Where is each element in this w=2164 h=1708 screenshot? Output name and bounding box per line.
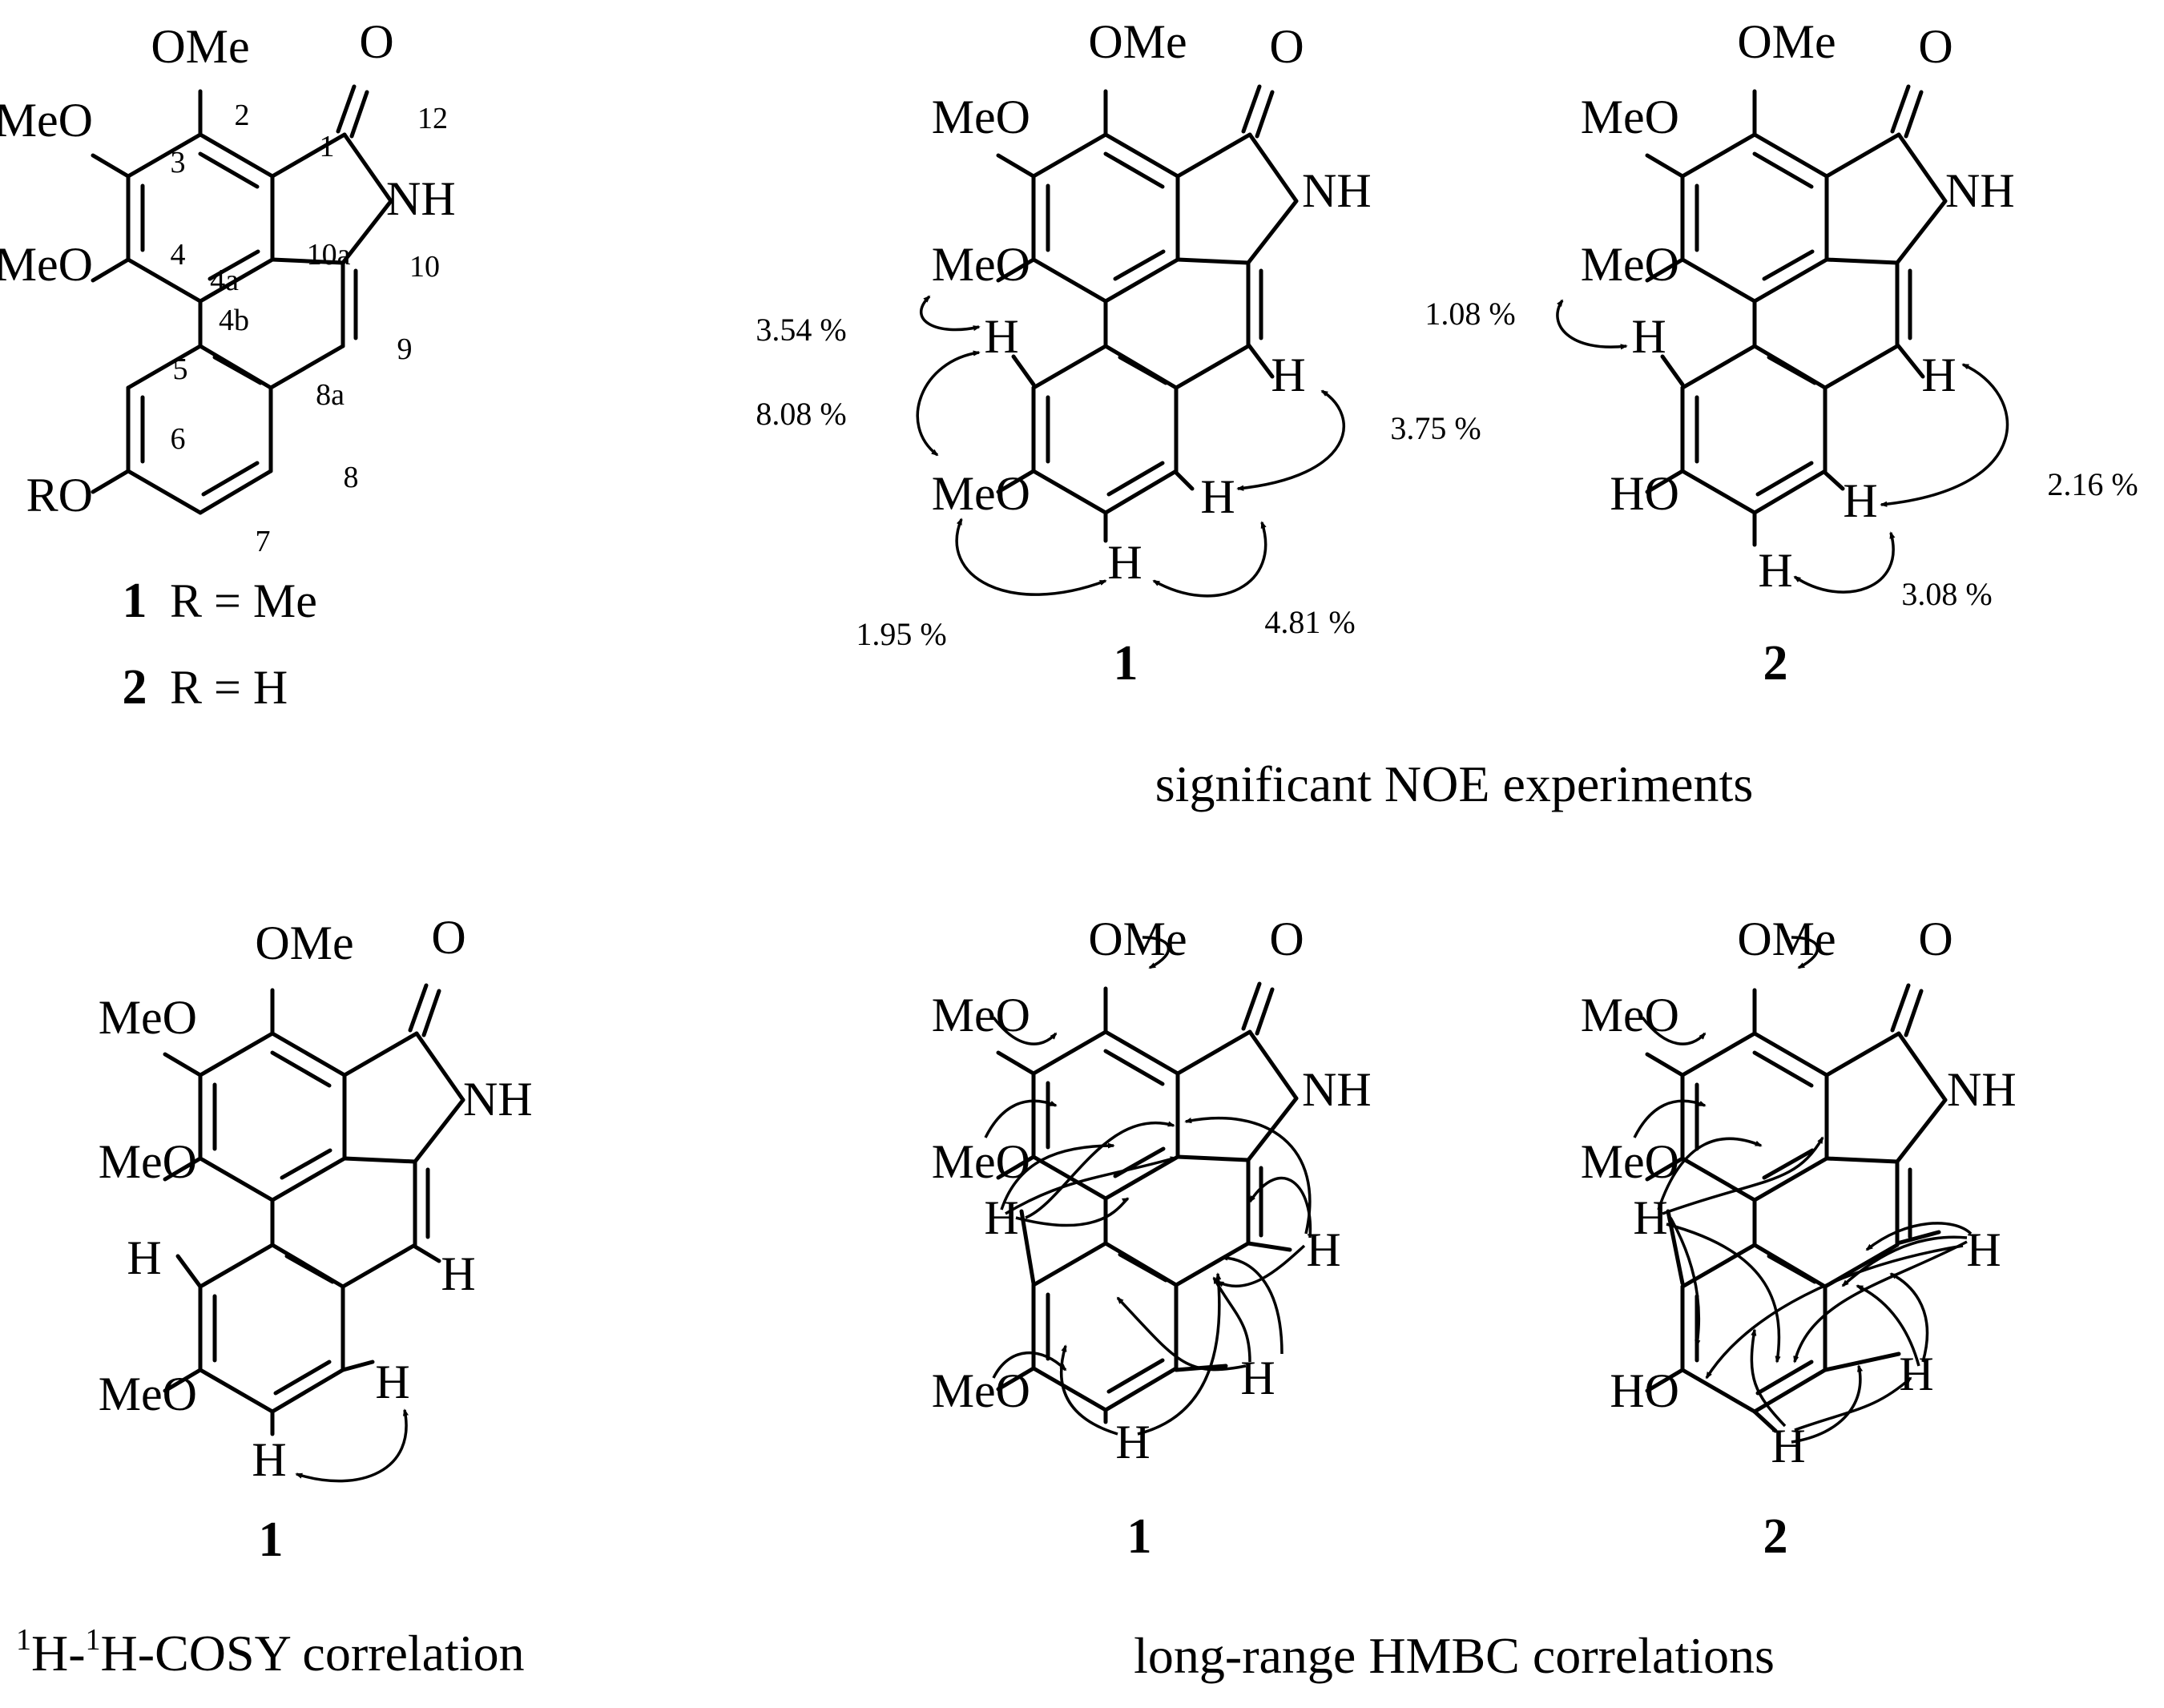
h7-label: H	[1758, 544, 1792, 597]
compound-number: 1	[259, 1513, 284, 1567]
atom-number: 8a	[316, 378, 345, 412]
h9-label: H	[441, 1247, 475, 1300]
hmbc-caption: long-range HMBC correlations	[1134, 1627, 1775, 1684]
atom-number: 4b	[219, 304, 249, 337]
ome-label: OMe	[1737, 912, 1836, 965]
meo-label: MeO	[0, 94, 93, 147]
h8-label: H	[1843, 474, 1877, 527]
h9-label: H	[1271, 348, 1305, 401]
structure-numbered: OMe MeO MeO RO NH O 1 2 3 4 4a 4b 5 6 7 …	[0, 15, 456, 715]
atom-number: 2	[235, 99, 250, 132]
h8-label: H	[1200, 470, 1235, 523]
h9-label: H	[1921, 348, 1956, 401]
compound-number: 1	[1114, 636, 1138, 691]
nh-label: NH	[463, 1073, 533, 1126]
noe-value: 3.08 %	[1901, 576, 1992, 612]
h5-label: H	[127, 1231, 161, 1284]
ome-label: OMe	[255, 916, 353, 969]
noe-value: 4.81 %	[1264, 604, 1355, 640]
carbonyl-o-label: O	[1269, 20, 1304, 73]
meo-label: MeO	[932, 91, 1030, 143]
hmbc-structure-2: OMe MeO MeO HO NH O H H H H 2	[1581, 912, 2017, 1564]
r-definition: R = Me	[170, 574, 317, 627]
atom-number: 5	[173, 352, 188, 386]
h7-label: H	[252, 1433, 286, 1486]
compound-number: 2	[123, 660, 147, 715]
atom-number: 12	[417, 102, 448, 135]
h9-label: H	[1306, 1223, 1340, 1276]
h8-label: H	[1240, 1351, 1275, 1404]
ome-label: OMe	[1088, 15, 1187, 68]
h5-label: H	[984, 310, 1018, 363]
compound-number: 2	[1763, 1509, 1788, 1564]
carbonyl-o-label: O	[1269, 912, 1304, 965]
meo-label: MeO	[99, 991, 197, 1044]
h8-label: H	[375, 1356, 409, 1408]
meo-label: MeO	[99, 1135, 197, 1188]
ro-label: RO	[26, 469, 93, 522]
carbonyl-o-label: O	[1918, 20, 1952, 73]
atom-number: 7	[256, 525, 271, 558]
meo-label: MeO	[932, 1135, 1030, 1188]
meo-label: MeO	[1581, 989, 1679, 1041]
atom-number: 6	[171, 422, 186, 456]
h7-label: H	[1107, 536, 1142, 589]
noe-structure-1: OMe MeO MeO MeO NH O H H H H 3.54 % 8.08…	[756, 15, 1481, 691]
carbonyl-o-label: O	[431, 911, 465, 964]
h5-label: H	[984, 1191, 1018, 1244]
noe-value: 3.54 %	[756, 312, 846, 348]
atom-number: 4a	[210, 264, 239, 297]
compound-2-definition: 2 R = H	[123, 660, 288, 715]
nh-label: NH	[1947, 1063, 2017, 1116]
compound-number: 2	[1763, 636, 1788, 691]
meo-label: MeO	[932, 1364, 1030, 1417]
cosy-caption: 1H-1H-COSY correlation	[16, 1623, 525, 1682]
ho-label: HO	[1610, 467, 1679, 520]
atom-number: 4	[171, 238, 186, 272]
compound-1-definition: 1 R = Me	[123, 574, 317, 628]
nh-label: NH	[1302, 164, 1372, 217]
meo-label: MeO	[932, 989, 1030, 1041]
atom-number: 10	[409, 250, 440, 284]
nh-label: NH	[386, 172, 456, 225]
meo-label: MeO	[932, 467, 1030, 520]
hmbc-structure-1: OMe MeO MeO MeO NH O H H H H 1	[932, 912, 1372, 1564]
ome-label: OMe	[1088, 912, 1187, 965]
ho-label: HO	[1610, 1364, 1679, 1417]
noe-value: 3.75 %	[1390, 410, 1481, 446]
ome-label: OMe	[151, 20, 249, 73]
meo-label: MeO	[1581, 91, 1679, 143]
compound-number: 1	[1127, 1509, 1152, 1564]
atom-number: 3	[171, 146, 186, 179]
cosy-structure-1: OMe MeO MeO MeO NH O H H H H 1	[99, 911, 533, 1567]
nh-label: NH	[1945, 164, 2015, 217]
h5-label: H	[1631, 310, 1666, 363]
atom-number: 9	[397, 332, 413, 366]
atom-number: 8	[344, 461, 359, 494]
meo-label: MeO	[1581, 238, 1679, 291]
h9-label: H	[1966, 1223, 2001, 1276]
meo-label: MeO	[0, 238, 93, 291]
compound-number: 1	[123, 574, 147, 628]
atom-number: 1	[320, 130, 335, 163]
noe-value: 8.08 %	[756, 396, 846, 432]
noe-caption: significant NOE experiments	[1155, 755, 1753, 812]
ome-label: OMe	[1737, 15, 1836, 68]
h7-label: H	[1115, 1416, 1150, 1468]
carbonyl-o-label: O	[1918, 912, 1952, 965]
noe-structure-2: OMe MeO MeO HO NH O H H H H 1.08 % 2.16 …	[1425, 15, 2138, 691]
nh-label: NH	[1302, 1063, 1372, 1116]
meo-label: MeO	[99, 1368, 197, 1420]
meo-label: MeO	[1581, 1135, 1679, 1188]
noe-value: 1.95 %	[856, 616, 946, 652]
noe-value: 2.16 %	[2047, 466, 2138, 502]
carbonyl-o-label: O	[359, 15, 393, 68]
noe-value: 1.08 %	[1425, 296, 1515, 332]
r-definition: R = H	[170, 661, 288, 714]
atom-number: 10a	[307, 238, 351, 272]
meo-label: MeO	[932, 238, 1030, 291]
